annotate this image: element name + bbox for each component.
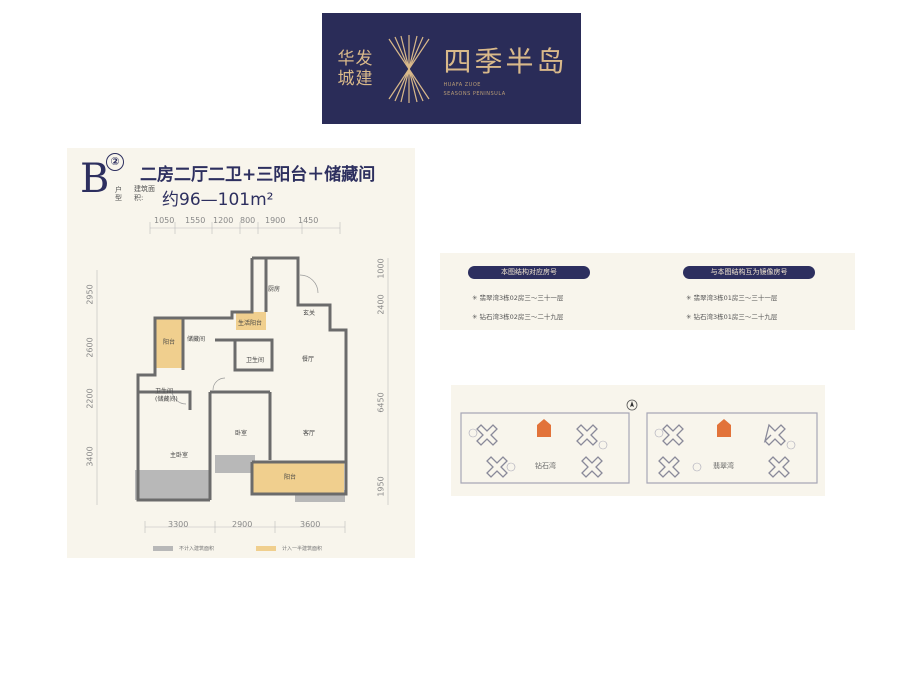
- dim-left-1: 2950: [85, 284, 95, 305]
- site-map-drawing: [460, 399, 818, 484]
- dim-bottom-2: 2900: [232, 520, 253, 529]
- corresponding-title: 本图结构对应房号: [468, 266, 590, 279]
- dim-top-3: 1200: [213, 216, 234, 225]
- room-master-bedroom: 主卧室: [170, 452, 189, 459]
- room-bath-public: 卫生间: [246, 357, 265, 364]
- dim-top-4: 800: [240, 216, 256, 225]
- highlight-marker-right: [717, 419, 731, 437]
- room-kitchen: 厨房: [268, 286, 281, 293]
- room-living: 客厅: [303, 430, 316, 437]
- balcony-small-area: [155, 318, 183, 368]
- project-name: 四季半岛: [443, 44, 568, 78]
- dim-top-6: 1450: [298, 216, 319, 225]
- dim-top-1: 1050: [154, 216, 175, 225]
- area-label: 建筑面积:: [134, 185, 155, 202]
- balcony-main-area: [252, 462, 344, 494]
- project-logo: 华发 城建 四季半岛 HUAFA ZUOE SEASONS PENINSULA: [322, 13, 581, 124]
- highlight-marker-left: [537, 419, 551, 437]
- unit-type-label: 户型: [115, 186, 122, 202]
- legend-half-text: 计入一半建筑面积: [282, 546, 323, 552]
- dim-right-1: 1000: [376, 258, 386, 279]
- layout-title: 二房二厅二卫+三阳台＋储藏间: [140, 165, 376, 185]
- zone-label-right: 翡翠湾: [713, 462, 734, 470]
- zone-label-left: 钻石湾: [535, 462, 556, 470]
- excluded-area-1: [135, 470, 210, 500]
- room-balcony-main: 阳台: [284, 474, 297, 481]
- legend-swatch-excluded: [153, 546, 173, 551]
- legend-excluded-text: 不计入建筑面积: [179, 546, 215, 552]
- unit-numbers-panel: 本图结构对应房号 与本图结构互为镜像房号 ✳ 翡翠湾3栋02房三～三十一层 ✳ …: [440, 253, 855, 330]
- room-dining: 餐厅: [302, 356, 315, 363]
- dim-left-4: 3400: [85, 446, 95, 467]
- dim-left-2: 2600: [85, 337, 95, 358]
- developer-name: 华发 城建: [337, 48, 374, 89]
- room-service-balcony: 生活阳台: [238, 320, 263, 327]
- room-storage: 储藏间: [187, 336, 206, 343]
- dim-right-2: 2400: [376, 294, 386, 315]
- room-entrance: 玄关: [303, 310, 316, 317]
- unit-letter: B: [80, 156, 110, 202]
- legend-swatch-half: [256, 546, 277, 551]
- service-balcony-area: [236, 312, 266, 330]
- dim-right-4: 1950: [376, 476, 386, 497]
- corresponding-item-1: ✳ 翡翠湾3栋02房三～三十一层: [472, 294, 564, 302]
- site-map: 钻石湾 翡翠湾: [451, 385, 825, 496]
- dim-top-2: 1550: [185, 216, 206, 225]
- project-name-en-2: SEASONS PENINSULA: [443, 90, 506, 97]
- dim-bottom-3: 3600: [300, 520, 321, 529]
- project-name-en-1: HUAFA ZUOE: [443, 81, 481, 88]
- mirror-item-2: ✳ 钻石湾3栋01房三～二十九层: [686, 313, 778, 321]
- dim-left-3: 2200: [85, 388, 95, 409]
- room-bath-master-note: (储藏间): [155, 396, 178, 403]
- dim-top-5: 1900: [265, 216, 286, 225]
- floorplan-card: [67, 148, 415, 558]
- dim-bottom-1: 3300: [168, 520, 189, 529]
- mirror-item-1: ✳ 翡翠湾3栋01房三～三十一层: [686, 294, 778, 302]
- unit-variant-badge: ②: [106, 153, 124, 171]
- room-balcony-small: 阳台: [163, 339, 176, 346]
- mirror-title: 与本图结构互为镜像房号: [683, 266, 815, 279]
- area-value: 约96—101m²: [162, 190, 274, 210]
- dim-right-3: 6450: [376, 392, 386, 413]
- logo-fan-icon: [388, 34, 430, 103]
- room-bath-master: 卫生间: [155, 388, 174, 395]
- corresponding-item-2: ✳ 钻石湾3栋02房三～二十九层: [472, 313, 564, 321]
- floorplan-legend: 不计入建筑面积 计入一半建筑面积: [153, 545, 322, 552]
- room-bedroom: 卧室: [235, 430, 248, 437]
- excluded-area-2: [215, 455, 255, 473]
